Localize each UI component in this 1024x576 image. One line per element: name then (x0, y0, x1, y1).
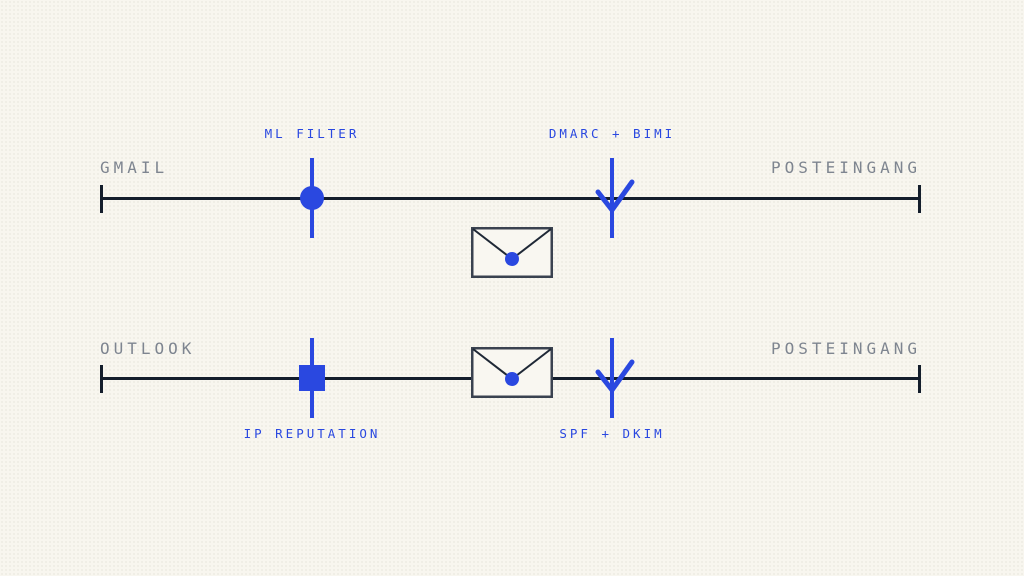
checkmark-icon (595, 359, 635, 393)
checkmark-icon (595, 179, 635, 213)
ip-reputation-square-marker (299, 365, 325, 391)
outlook-posteingang-label: POSTEINGANG (771, 339, 921, 358)
gmail-timeline-end-tick (918, 185, 921, 213)
ip-reputation-label: IP REPUTATION (243, 426, 381, 441)
ml-filter-label: ML FILTER (264, 126, 360, 141)
outlook-timeline-start-tick (100, 365, 103, 393)
gmail-timeline-start-tick (100, 185, 103, 213)
gmail-label: GMAIL (100, 158, 169, 177)
outlook-label: OUTLOOK (100, 339, 196, 358)
gmail-timeline-line (100, 197, 921, 200)
spf-dkim-stem (610, 338, 614, 418)
envelope-icon (471, 227, 553, 278)
gmail-posteingang-label: POSTEINGANG (771, 158, 921, 177)
dmarc-bimi-label: DMARC + BIMI (548, 126, 676, 141)
spf-dkim-label: SPF + DKIM (559, 426, 665, 441)
dmarc-bimi-stem (610, 158, 614, 238)
ml-filter-circle-marker (300, 186, 324, 210)
envelope-icon (471, 347, 553, 398)
outlook-timeline-end-tick (918, 365, 921, 393)
